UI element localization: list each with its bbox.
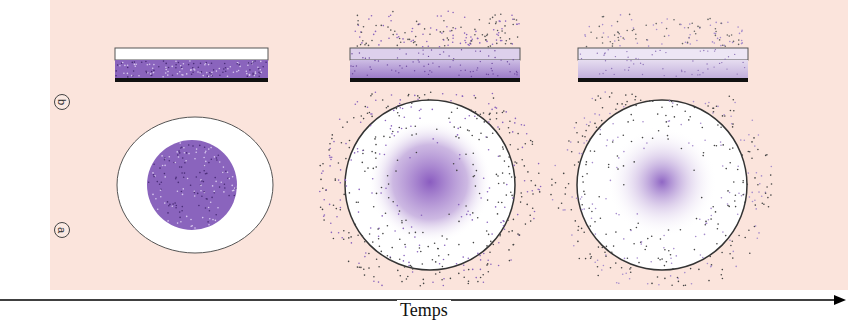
dish-1 — [117, 117, 273, 253]
panel-letter: a — [54, 222, 70, 238]
background-panel — [50, 0, 848, 290]
particles — [115, 10, 772, 286]
panel-letter: b — [54, 94, 70, 110]
axis-label: Temps — [397, 300, 451, 321]
dish-2 — [345, 100, 515, 270]
dish-3 — [577, 100, 747, 270]
side-view-1 — [115, 48, 268, 82]
side-view-2 — [350, 48, 520, 82]
side-view-3 — [578, 48, 748, 82]
